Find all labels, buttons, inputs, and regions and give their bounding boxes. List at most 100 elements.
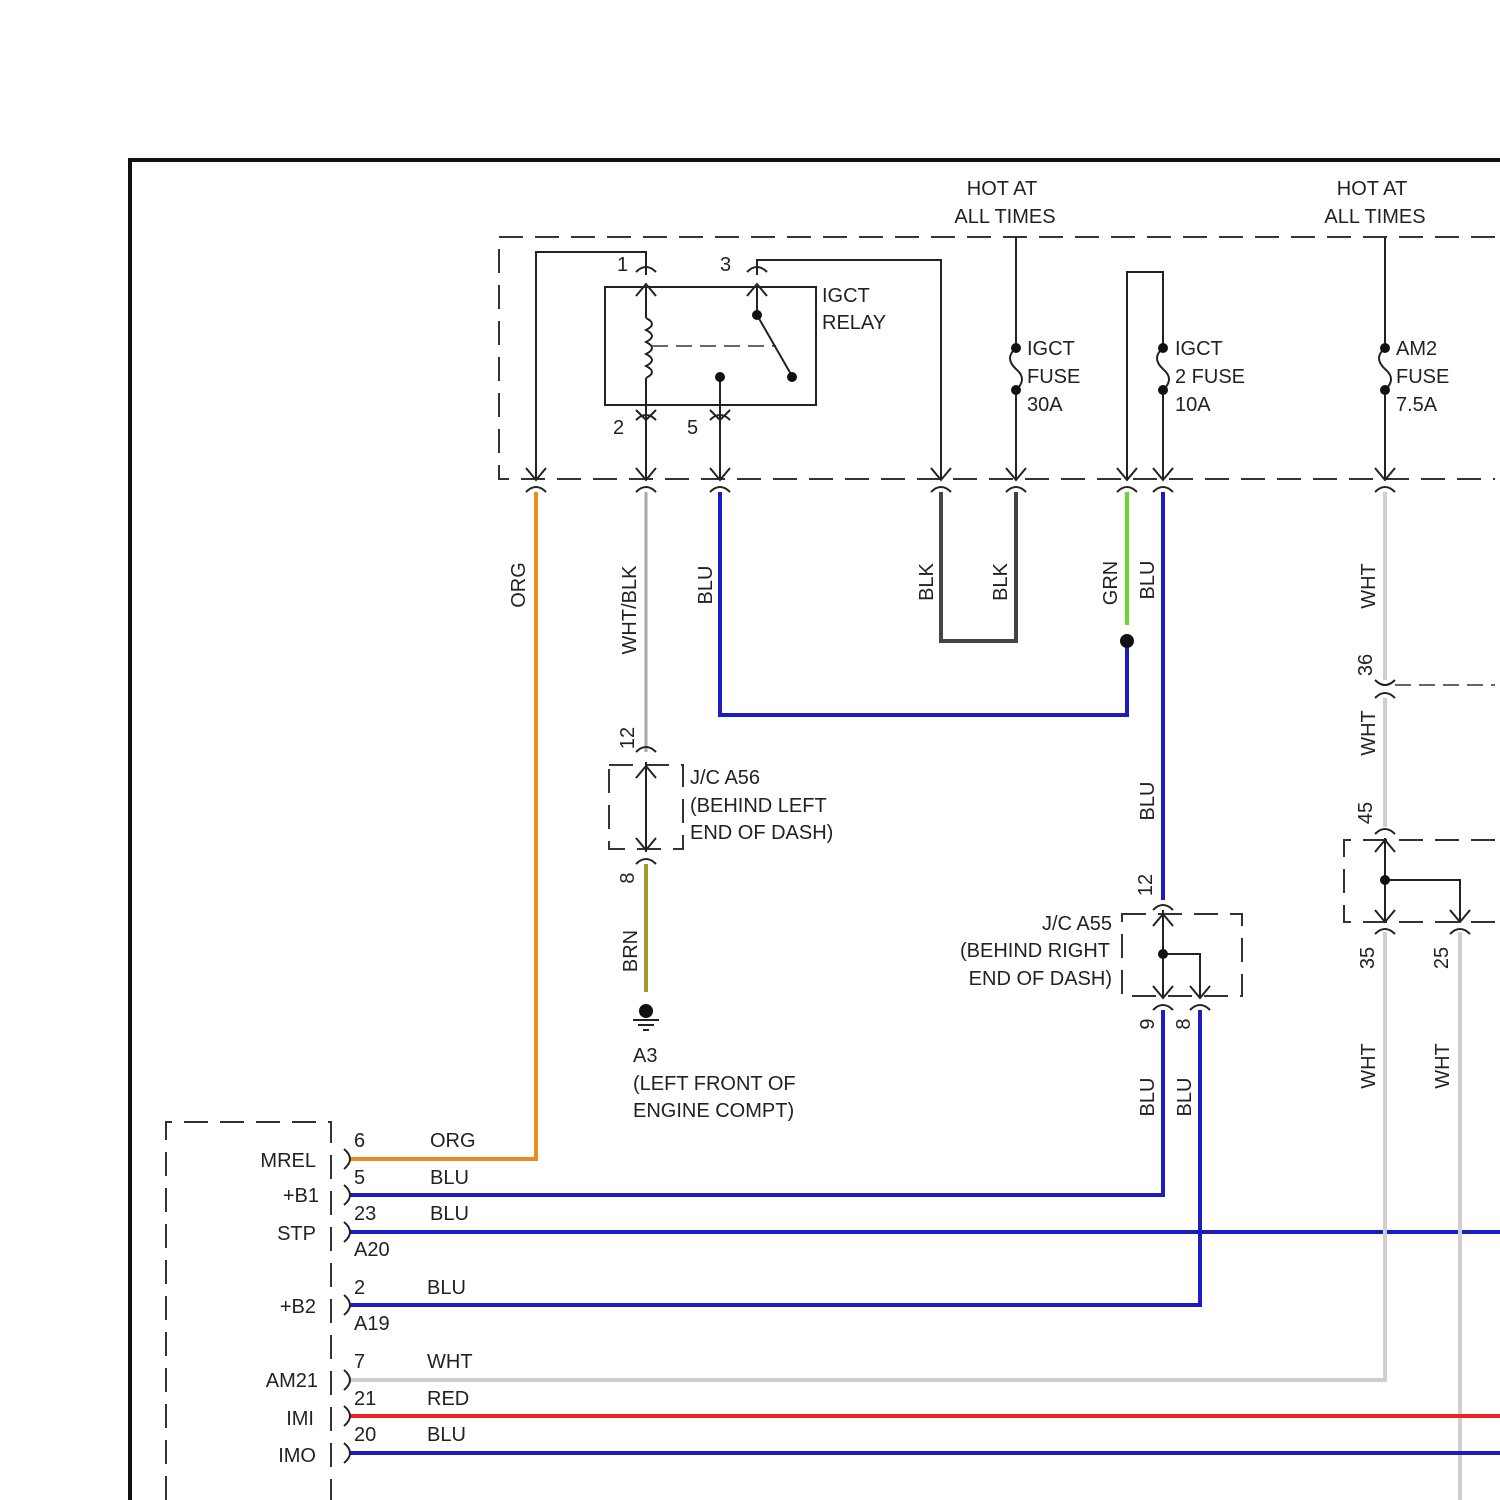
terminal-marker-icon bbox=[344, 1149, 350, 1169]
relay-pin-1-label: 1 bbox=[617, 254, 628, 276]
wire-blu-relay bbox=[720, 492, 1127, 715]
igct2-fuse-line1: IGCT bbox=[1175, 338, 1223, 360]
relay-switch-contact bbox=[787, 372, 797, 382]
jc-a55-pin-top: 12 bbox=[1135, 874, 1157, 896]
ground-point bbox=[639, 1004, 653, 1018]
wire-label-blu-mid: BLU bbox=[1137, 782, 1159, 821]
relay-pin-2-label: 2 bbox=[613, 417, 624, 439]
jc-a56-pin-bottom: 8 bbox=[617, 872, 639, 883]
ecu-wire-b2: BLU bbox=[427, 1277, 466, 1299]
relay-pin5-contact bbox=[715, 372, 725, 382]
igct-fuse-dot-top bbox=[1011, 343, 1021, 353]
wire-label-wht-35: WHT bbox=[1358, 1043, 1380, 1089]
right-connector-splice bbox=[1380, 875, 1390, 885]
wire-label-brn: BRN bbox=[620, 930, 642, 972]
hot-at-all-times-right-line1: HOT AT bbox=[1337, 178, 1407, 200]
ecu-pin-mrel: 6 bbox=[354, 1130, 365, 1152]
jc-a55-location-line2: END OF DASH) bbox=[969, 968, 1112, 990]
igct-fuse-line2: FUSE bbox=[1027, 366, 1080, 388]
ecu-terminal-b1: +B1 bbox=[283, 1185, 319, 1207]
ecu-wire-imo: BLU bbox=[427, 1424, 466, 1446]
wire-label-wht-am2: WHT bbox=[1358, 563, 1380, 609]
am2-fuse-line1: AM2 bbox=[1396, 338, 1437, 360]
ecu-terminal-imi: IMI bbox=[286, 1408, 314, 1430]
igct-fuse-line1: IGCT bbox=[1027, 338, 1075, 360]
junction-block-connectors bbox=[526, 267, 1395, 492]
terminal-marker-icon bbox=[344, 1222, 350, 1242]
ecu-wire-stp: BLU bbox=[430, 1203, 469, 1225]
wire-label-blu-8: BLU bbox=[1174, 1078, 1196, 1117]
igct2-fuse-line2: 2 FUSE bbox=[1175, 366, 1245, 388]
am2-fuse-icon bbox=[1379, 348, 1391, 390]
am2-fuse-line2: FUSE bbox=[1396, 366, 1449, 388]
terminal-marker-icon bbox=[344, 1185, 350, 1205]
igct-fuse-line3: 30A bbox=[1027, 394, 1063, 416]
hot-at-all-times-right-line2: ALL TIMES bbox=[1324, 206, 1425, 228]
relay-name-line1: IGCT bbox=[822, 285, 870, 307]
relay-switch-pivot bbox=[752, 310, 762, 320]
relay-name-line2: RELAY bbox=[822, 312, 886, 334]
am2-fuse-dot-top bbox=[1380, 343, 1390, 353]
jc-a56-title: J/C A56 bbox=[690, 767, 760, 789]
ground-location-line2: ENGINE COMPT) bbox=[633, 1100, 794, 1122]
connector-pin-25: 25 bbox=[1431, 947, 1453, 969]
jc-a55-splice bbox=[1158, 949, 1168, 959]
connector-pin-35: 35 bbox=[1357, 947, 1379, 969]
wire-label-wht-mid: WHT bbox=[1358, 710, 1380, 756]
wire-label-wht-25: WHT bbox=[1432, 1043, 1454, 1089]
grn-blu-splice bbox=[1120, 634, 1134, 648]
ecu-wire-b1: BLU bbox=[430, 1167, 469, 1189]
jc-a55-pin-8: 8 bbox=[1173, 1018, 1195, 1029]
ecu-pin-am21: 7 bbox=[354, 1351, 365, 1373]
connector-pin-36: 36 bbox=[1355, 654, 1377, 676]
wire-label-blu-fuse: BLU bbox=[1137, 561, 1159, 600]
igct-fuse-dot-bottom bbox=[1011, 385, 1021, 395]
junction-block-outline bbox=[499, 237, 1495, 479]
hot-at-all-times-left-line1: HOT AT bbox=[967, 178, 1037, 200]
ecu-wire-imi: RED bbox=[427, 1388, 469, 1410]
am2-fuse-line3: 7.5A bbox=[1396, 394, 1438, 416]
wire-label-grn: GRN bbox=[1100, 561, 1122, 605]
wire-label-blu-relay: BLU bbox=[695, 566, 717, 605]
igct2-fuse-dot-bottom bbox=[1158, 385, 1168, 395]
right-connector-branch bbox=[1385, 880, 1460, 922]
igct-fuse-icon bbox=[1010, 348, 1022, 390]
ecu-wire-mrel: ORG bbox=[430, 1130, 476, 1152]
ecu-pin-b1: 5 bbox=[354, 1167, 365, 1189]
relay-pin-3-label: 3 bbox=[720, 254, 731, 276]
connector-pin-45: 45 bbox=[1355, 802, 1377, 824]
hot-at-all-times-left-line2: ALL TIMES bbox=[954, 206, 1055, 228]
wire-wht-am21 bbox=[350, 932, 1385, 1380]
jc-a55-title: J/C A55 bbox=[1042, 913, 1112, 935]
ecu-pin-imi: 21 bbox=[354, 1388, 376, 1410]
jc-a55-pin-9: 9 bbox=[1137, 1018, 1159, 1029]
jc-a56-location-line2: END OF DASH) bbox=[690, 822, 833, 844]
jc-a55-location-line1: (BEHIND RIGHT bbox=[960, 940, 1110, 962]
ecu-terminal-imo: IMO bbox=[278, 1445, 316, 1467]
relay-coil-icon bbox=[646, 318, 652, 378]
ecu-pin-b2: 2 bbox=[354, 1277, 365, 1299]
wire-label-blk-b: BLK bbox=[990, 562, 1012, 600]
terminal-marker-icon bbox=[344, 1370, 350, 1390]
ground-id: A3 bbox=[633, 1045, 657, 1067]
wire-label-org: ORG bbox=[508, 562, 530, 608]
igct2-fuse-dot-top bbox=[1158, 343, 1168, 353]
jc-a56-location-line1: (BEHIND LEFT bbox=[690, 795, 827, 817]
ecu-terminal-mrel: MREL bbox=[260, 1150, 316, 1172]
ecu-terminal-b2: +B2 bbox=[280, 1296, 316, 1318]
ecu-terminal-stp: STP bbox=[277, 1223, 316, 1245]
ecu-connector-a20: A20 bbox=[354, 1239, 390, 1261]
ecu-terminal-am21: AM21 bbox=[266, 1370, 318, 1392]
ecu-pin-stp: 23 bbox=[354, 1203, 376, 1225]
wire-label-blk-a: BLK bbox=[916, 562, 938, 600]
terminal-marker-icon bbox=[344, 1295, 350, 1315]
ecu-wire-am21: WHT bbox=[427, 1351, 473, 1373]
igct2-fuse-icon bbox=[1157, 348, 1169, 390]
ground-location-line1: (LEFT FRONT OF bbox=[633, 1073, 796, 1095]
ecu-terminal-markers bbox=[344, 1149, 350, 1463]
terminal-marker-icon bbox=[344, 1406, 350, 1426]
terminal-marker-icon bbox=[344, 1443, 350, 1463]
connector-marker-icon bbox=[1375, 680, 1395, 698]
relay-pin-5-label: 5 bbox=[687, 417, 698, 439]
